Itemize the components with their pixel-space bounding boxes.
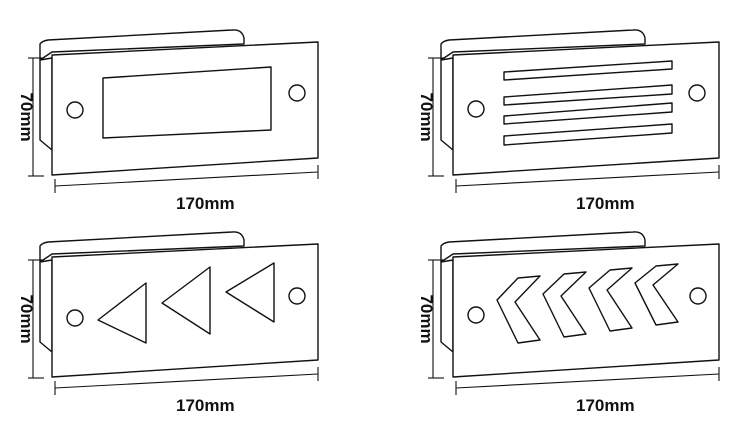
height-label: 70mm (417, 92, 436, 141)
height-dimension (428, 259, 444, 379)
back-plate (39, 231, 245, 263)
width-dimension (455, 367, 720, 395)
louver-slot (503, 84, 673, 106)
width-dimension (54, 165, 319, 193)
screw-hole-right (688, 84, 706, 102)
width-label: 170mm (576, 194, 635, 213)
triangle-arrow (161, 266, 211, 335)
panel-louver-slots: 70mm 170mm (417, 29, 720, 213)
width-dimension (54, 367, 319, 395)
front-plate (452, 243, 720, 378)
front-plate (452, 41, 720, 176)
chevron-arrow (588, 267, 633, 332)
louver-slot (503, 60, 673, 81)
screw-hole-right (689, 287, 707, 305)
width-label: 170mm (176, 396, 235, 415)
screw-hole-left (66, 101, 84, 119)
louver-slot (503, 123, 673, 146)
side-depth (39, 57, 53, 151)
side-depth (39, 259, 53, 353)
chevron-arrow (542, 271, 587, 338)
height-dimension (28, 259, 44, 379)
chevron-arrow (496, 275, 541, 344)
height-label: 70mm (417, 294, 436, 343)
back-plate (440, 231, 646, 263)
screw-hole-right (288, 287, 306, 305)
back-plate (440, 29, 646, 61)
screw-hole-left (467, 100, 485, 118)
screw-hole-left (66, 309, 84, 327)
triangle-arrow (225, 262, 275, 323)
height-dimension (428, 57, 444, 177)
width-label: 170mm (576, 396, 635, 415)
panel-triangle-arrows: 70mm 170mm (17, 231, 319, 415)
height-label: 70mm (17, 92, 36, 141)
screw-hole-right (288, 84, 306, 102)
width-label: 170mm (176, 194, 235, 213)
side-depth (440, 57, 454, 151)
width-dimension (455, 165, 720, 193)
triangle-arrow (97, 282, 147, 344)
side-depth (440, 259, 454, 353)
height-dimension (28, 57, 44, 177)
screw-hole-left (467, 306, 485, 324)
back-plate (39, 29, 245, 61)
louver-slot (503, 102, 673, 125)
chevron-arrow (634, 263, 679, 326)
panel-chevron-arrows: 70mm 170mm (417, 231, 720, 415)
panel-rectangle-window: 70mm 170mm (17, 29, 319, 213)
height-label: 70mm (17, 294, 36, 343)
window-cutout (102, 66, 272, 139)
